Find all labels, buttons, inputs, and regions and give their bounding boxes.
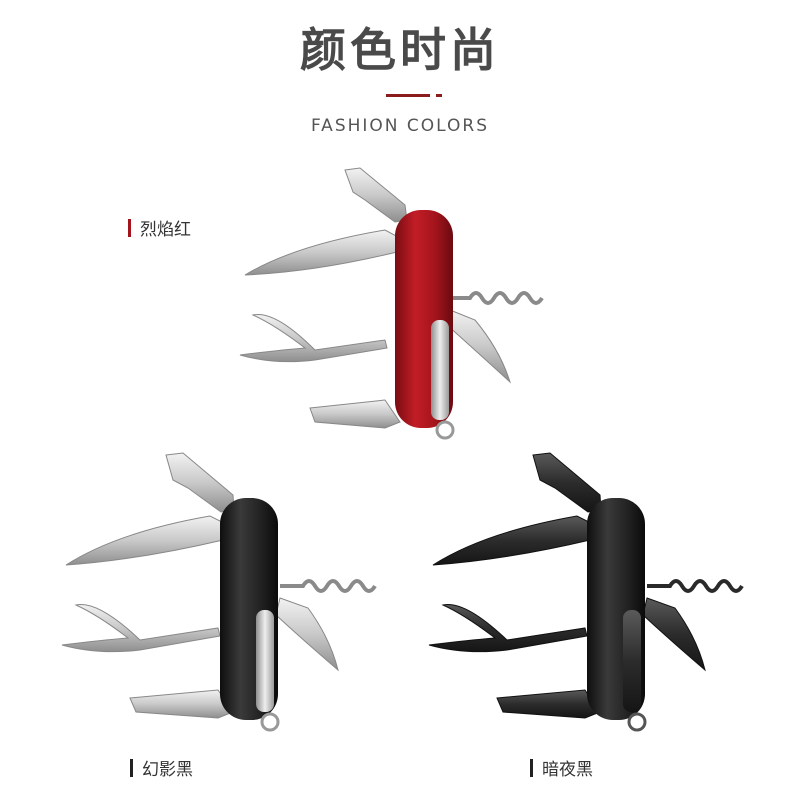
variant-label-phantom-black: 幻影黑 xyxy=(130,755,193,780)
label-bar xyxy=(130,758,133,777)
variant-name: 烈焰红 xyxy=(140,220,191,240)
variant-name: 暗夜黑 xyxy=(542,760,593,780)
page-title: 颜色时尚 xyxy=(300,23,500,77)
label-bar xyxy=(128,218,131,237)
title-underline xyxy=(386,94,430,97)
variant-label-red: 烈焰红 xyxy=(128,215,191,240)
variant-name: 幻影黑 xyxy=(142,760,193,780)
label-bar xyxy=(530,758,533,777)
swiss-army-knife-red xyxy=(239,167,544,440)
title-underline-dot xyxy=(436,94,442,97)
swiss-army-knife-phantom-black xyxy=(61,452,377,732)
swiss-army-knife-night-black xyxy=(428,452,744,732)
variant-label-night-black: 暗夜黑 xyxy=(530,755,593,780)
page-subtitle: FASHION COLORS xyxy=(310,116,490,136)
